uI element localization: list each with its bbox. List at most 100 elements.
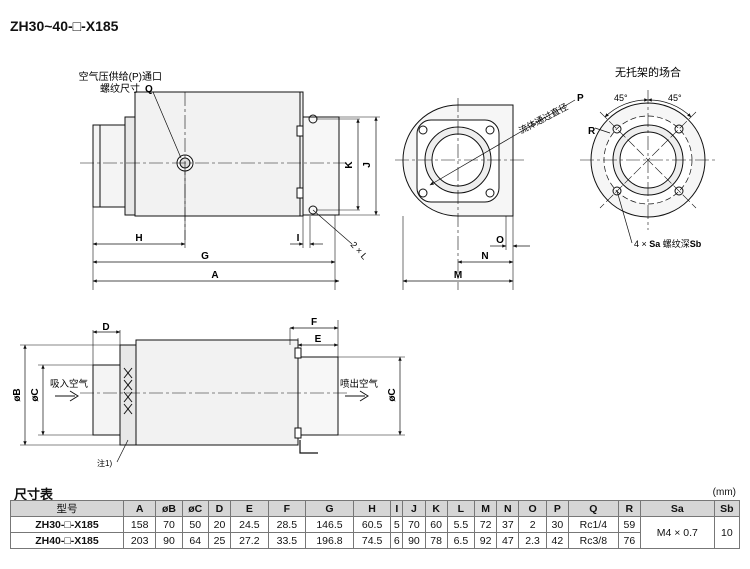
table-cell: 90 — [155, 532, 183, 549]
suction-label: 吸入空气 — [50, 378, 89, 390]
air-port-label: 空气压供给(P)通口 — [79, 70, 162, 83]
p-label: P — [577, 93, 584, 104]
table-cell: 5.5 — [446, 516, 476, 533]
table-cell: 30 — [545, 516, 569, 533]
model-cell: ZH40-□-X185 — [10, 532, 124, 549]
table-header-cell: N — [496, 500, 520, 517]
dim-f-label: F — [311, 317, 317, 328]
table-header-cell: A — [122, 500, 157, 517]
table-cell: 70 — [155, 516, 183, 533]
table-cell: 2 — [518, 516, 547, 533]
table-header-cell: H — [352, 500, 392, 517]
dim-b-label: øB — [12, 388, 23, 401]
sb-cell: 10 — [713, 516, 741, 549]
dim-k-label: K — [344, 161, 355, 169]
table-cell: 146.5 — [305, 516, 354, 533]
table-cell: 158 — [122, 516, 157, 533]
dim-h-label: H — [135, 233, 142, 244]
table-cell: 74.5 — [352, 532, 392, 549]
angle-right-label: 45° — [668, 93, 682, 103]
table-header-cell: Sa — [639, 500, 715, 517]
table-cell: 42 — [545, 532, 569, 549]
technical-drawing: 空气压供给(P)通口 螺纹尺寸 Q H G A I 2 × L K J 流体通过… — [12, 65, 716, 468]
table-cell: 70 — [402, 516, 426, 533]
table-cell: Rc3/8 — [567, 532, 619, 549]
dim-n-label: N — [481, 251, 488, 262]
dim-d-label: D — [102, 322, 109, 333]
thread-size-label: 螺纹尺寸 — [100, 82, 140, 95]
table-cell: 6 — [390, 532, 404, 549]
fluid-path-label: 流体通过直径 — [517, 101, 570, 136]
table-header-cell: I — [390, 500, 404, 517]
dim-c-right-label: øC — [387, 388, 398, 401]
table-cell: Rc1/4 — [567, 516, 619, 533]
angle-left-label: 45° — [614, 93, 628, 103]
drawing-title: ZH30~40-□-X185 — [10, 18, 119, 34]
dim-m-label: M — [454, 270, 462, 281]
table-header-cell: G — [305, 500, 354, 517]
dim-j-label: J — [362, 162, 373, 168]
table-cell: 78 — [424, 532, 448, 549]
table-cell: 5 — [390, 516, 404, 533]
table-cell: 72 — [474, 516, 498, 533]
table-header-cell: P — [545, 500, 569, 517]
dim-o-label: O — [496, 235, 504, 246]
table-header-cell: L — [446, 500, 476, 517]
table-header-cell: 型号 — [10, 500, 124, 517]
table-header-cell: Q — [567, 500, 619, 517]
table-header-cell: Sb — [713, 500, 741, 517]
dim-c-left-label: øC — [30, 388, 41, 401]
table-cell: 33.5 — [267, 532, 307, 549]
front-view — [395, 98, 576, 290]
dim-i-label: I — [297, 233, 300, 244]
table-header-cell: J — [402, 500, 426, 517]
dim-a-label: A — [211, 270, 218, 281]
table-cell: 64 — [181, 532, 209, 549]
two-l-label: 2 × L — [349, 240, 370, 262]
exhaust-label: 喷出空气 — [340, 378, 379, 390]
table-cell: 28.5 — [267, 516, 307, 533]
r-label: R — [588, 126, 596, 137]
table-cell: 20 — [207, 516, 232, 533]
table-header-cell: E — [230, 500, 269, 517]
dim-g-label: G — [201, 251, 209, 262]
table-header-cell: M — [474, 500, 498, 517]
note-label: 注1) — [97, 458, 112, 468]
table-header-cell: F — [267, 500, 307, 517]
table-cell: 24.5 — [230, 516, 269, 533]
table-cell: 60 — [424, 516, 448, 533]
table-header-cell: øB — [155, 500, 183, 517]
table-header-cell: K — [424, 500, 448, 517]
table-header-cell: D — [207, 500, 232, 517]
table-cell: 76 — [617, 532, 641, 549]
table-cell: 196.8 — [305, 532, 354, 549]
side-view — [80, 91, 380, 290]
unit-label: (mm) — [712, 487, 736, 498]
table-cell: 203 — [122, 532, 157, 549]
table-cell: 2.3 — [518, 532, 547, 549]
table-header-cell: øC — [181, 500, 209, 517]
no-bracket-title: 无托架的场合 — [615, 65, 681, 79]
table-cell: 25 — [207, 532, 232, 549]
sa-cell: M4 × 0.7 — [639, 516, 715, 549]
table-cell: 47 — [496, 532, 520, 549]
table-cell: 27.2 — [230, 532, 269, 549]
table-cell: 37 — [496, 516, 520, 533]
dimension-table-caption: 尺寸表 — [14, 487, 54, 502]
table-header-cell: R — [617, 500, 641, 517]
table-cell: 60.5 — [352, 516, 392, 533]
table-cell: 90 — [402, 532, 426, 549]
flow-view — [20, 320, 405, 463]
no-bracket-view — [580, 90, 716, 244]
table-cell: 59 — [617, 516, 641, 533]
table-cell: 50 — [181, 516, 209, 533]
model-cell: ZH30-□-X185 — [10, 516, 124, 533]
table-header-cell: O — [518, 500, 547, 517]
table-cell: 6.5 — [446, 532, 476, 549]
dim-e-label: E — [315, 334, 322, 345]
q-label: Q — [145, 84, 153, 95]
